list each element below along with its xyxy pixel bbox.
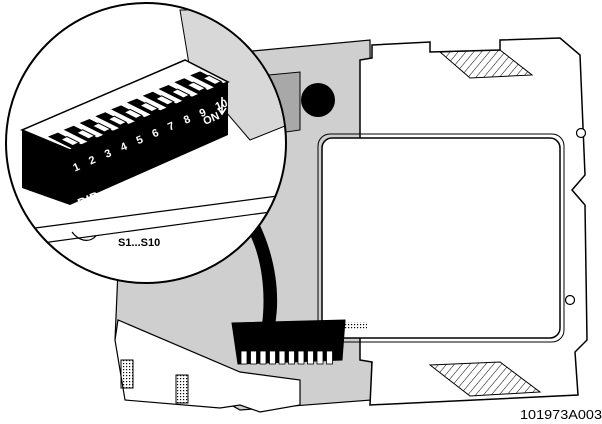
pcb-switch-pin xyxy=(307,350,314,365)
pcb-switch-pin xyxy=(316,350,324,365)
pcb-switch-pin xyxy=(240,350,248,365)
pcb-switch-pin xyxy=(297,350,305,365)
dip-actuator-3 xyxy=(91,122,112,133)
switch-number-3: 3 xyxy=(103,147,113,160)
top-vent xyxy=(438,49,534,79)
switch-number-1: 1 xyxy=(71,161,81,174)
release-hole-icon xyxy=(564,294,576,306)
dip-actuator-8 xyxy=(170,88,191,99)
dip-actuator-2 xyxy=(75,129,96,140)
dip-actuator-4 xyxy=(107,115,128,126)
dip-actuator-7 xyxy=(154,95,175,106)
screw-terminal-icon xyxy=(120,359,189,404)
pcb-dip-switch xyxy=(231,319,346,365)
mounting-hole-icon xyxy=(301,83,335,117)
pcb-switch-pin xyxy=(288,350,295,365)
dip-actuator-9 xyxy=(186,81,207,92)
pcb-switch-pin xyxy=(259,350,267,365)
pcb-switch-pin xyxy=(250,350,257,365)
on-arrow-icon xyxy=(217,97,227,116)
dip-actuator-6 xyxy=(138,102,160,113)
switch-number-9: 9 xyxy=(198,107,208,120)
dip-actuators xyxy=(47,71,225,149)
figure-id: 101973A003 xyxy=(520,407,602,419)
dip-actuator-1 xyxy=(59,136,81,147)
switch-number-2: 2 xyxy=(87,154,97,167)
dip-actuator-10 xyxy=(201,74,223,85)
release-hole-icon xyxy=(575,127,587,139)
switch-number-8: 8 xyxy=(182,113,192,126)
switch-number-7: 7 xyxy=(166,120,176,133)
label-window xyxy=(321,137,561,339)
bottom-vent xyxy=(428,361,542,397)
switch-number-4: 4 xyxy=(119,140,130,154)
switch-number-6: 6 xyxy=(150,127,160,140)
dip-front-face xyxy=(70,82,228,205)
pcb-switch-pin xyxy=(269,350,276,365)
on-label: ON xyxy=(201,110,221,128)
device-housing xyxy=(114,37,588,413)
pcb-switch-pin xyxy=(326,350,333,365)
switch-number-5: 5 xyxy=(135,134,145,147)
pcb-switch-pin xyxy=(278,350,286,365)
dip-actuator-5 xyxy=(122,108,144,119)
switch-range-label: S1...S10 xyxy=(118,237,160,249)
dip-side-face xyxy=(22,130,70,205)
